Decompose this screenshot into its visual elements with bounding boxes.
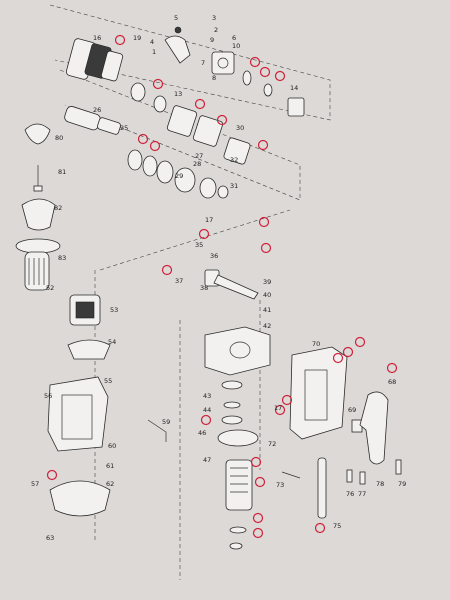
label-17: 17 bbox=[205, 216, 213, 224]
part-76-77-screws bbox=[346, 459, 402, 485]
label-55: 55 bbox=[104, 377, 112, 385]
part-54-cord-clamp bbox=[67, 339, 111, 360]
part-81-bolt bbox=[33, 165, 43, 192]
label-79: 79 bbox=[398, 480, 406, 488]
label-36: 36 bbox=[210, 252, 218, 260]
part-53-switch bbox=[69, 294, 101, 326]
label-39: 39 bbox=[263, 278, 271, 286]
part-27-o-rings bbox=[127, 149, 229, 199]
label-60: 60 bbox=[108, 442, 116, 450]
label-68: 68 bbox=[388, 378, 396, 386]
label-80: 80 bbox=[55, 134, 63, 142]
part-70-motor-housing bbox=[289, 346, 348, 440]
label-59: 59 bbox=[162, 418, 170, 426]
label-38: 38 bbox=[200, 284, 208, 292]
label-35: 35 bbox=[195, 241, 203, 249]
label-43: 43 bbox=[203, 392, 211, 400]
label-31: 31 bbox=[230, 182, 238, 190]
label-63: 63 bbox=[46, 534, 54, 542]
red-markers bbox=[46, 34, 398, 539]
part-83-grip bbox=[15, 238, 61, 291]
label-27: 27 bbox=[195, 152, 203, 160]
label-10: 10 bbox=[232, 42, 240, 50]
label-30: 30 bbox=[236, 124, 244, 132]
label-72: 72 bbox=[268, 440, 276, 448]
label-1: 1 bbox=[152, 48, 156, 56]
label-42: 42 bbox=[263, 322, 271, 330]
part-24-cylinder bbox=[64, 105, 251, 165]
part-46-bearings bbox=[221, 380, 243, 425]
label-83: 83 bbox=[58, 254, 66, 262]
label-32: 32 bbox=[230, 156, 238, 164]
label-53: 53 bbox=[110, 306, 118, 314]
part-56-housing bbox=[47, 376, 109, 452]
label-75: 75 bbox=[333, 522, 341, 530]
label-40: 40 bbox=[263, 291, 271, 299]
label-16: 16 bbox=[93, 34, 101, 42]
part-82-handle-boot bbox=[21, 198, 56, 231]
guide-line bbox=[99, 209, 291, 271]
label-54: 54 bbox=[108, 338, 116, 346]
label-46: 46 bbox=[198, 429, 206, 437]
part-13-rings bbox=[130, 70, 273, 113]
label-25: 25 bbox=[120, 124, 128, 132]
part-47-fan bbox=[217, 429, 259, 447]
part-38-crank bbox=[204, 269, 259, 300]
label-47: 47 bbox=[203, 456, 211, 464]
part-59-hex-key bbox=[147, 419, 167, 442]
label-28: 28 bbox=[193, 160, 201, 168]
part-75-cord bbox=[317, 457, 327, 519]
label-73: 73 bbox=[276, 481, 284, 489]
part-14-bushing bbox=[287, 97, 305, 117]
label-29: 29 bbox=[175, 172, 183, 180]
label-56: 56 bbox=[44, 392, 52, 400]
part-78-rear-handle bbox=[359, 391, 389, 465]
label-7: 7 bbox=[201, 59, 205, 67]
label-82: 82 bbox=[54, 204, 62, 212]
part-8-clamp bbox=[211, 51, 235, 75]
label-57: 57 bbox=[31, 480, 39, 488]
label-70: 70 bbox=[312, 340, 320, 348]
label-76: 76 bbox=[346, 490, 354, 498]
part-62-cover bbox=[49, 480, 111, 517]
part-42-gear-housing bbox=[204, 326, 271, 376]
label-71: 17 bbox=[274, 404, 282, 412]
label-69: 69 bbox=[348, 406, 356, 414]
label-37: 37 bbox=[175, 277, 183, 285]
label-6: 6 bbox=[232, 34, 236, 42]
label-13: 13 bbox=[174, 90, 182, 98]
label-4: 4 bbox=[150, 38, 154, 46]
part-73-screw bbox=[281, 471, 301, 479]
label-26: 26 bbox=[93, 106, 101, 114]
label-9: 9 bbox=[210, 36, 214, 44]
part-80-clamp-band bbox=[24, 123, 51, 145]
part-5-lever bbox=[164, 26, 191, 64]
part-armature bbox=[225, 459, 253, 550]
label-52: 52 bbox=[46, 284, 54, 292]
label-44: 44 bbox=[203, 406, 211, 414]
upper-frame bbox=[49, 4, 331, 121]
part-labels: 5 3 2 9 6 10 4 1 16 19 7 8 13 14 26 25 8… bbox=[31, 14, 406, 542]
label-62: 62 bbox=[106, 480, 114, 488]
label-8: 8 bbox=[212, 74, 216, 82]
label-77: 77 bbox=[358, 490, 366, 498]
label-19: 19 bbox=[133, 34, 141, 42]
label-41: 41 bbox=[263, 306, 271, 314]
label-78: 78 bbox=[376, 480, 384, 488]
label-2: 2 bbox=[214, 26, 218, 34]
label-61: 61 bbox=[106, 462, 114, 470]
part-16-collar bbox=[65, 38, 124, 82]
label-14: 14 bbox=[290, 84, 298, 92]
label-81: 81 bbox=[58, 168, 66, 176]
label-3: 3 bbox=[212, 14, 216, 22]
label-5: 5 bbox=[174, 14, 178, 22]
